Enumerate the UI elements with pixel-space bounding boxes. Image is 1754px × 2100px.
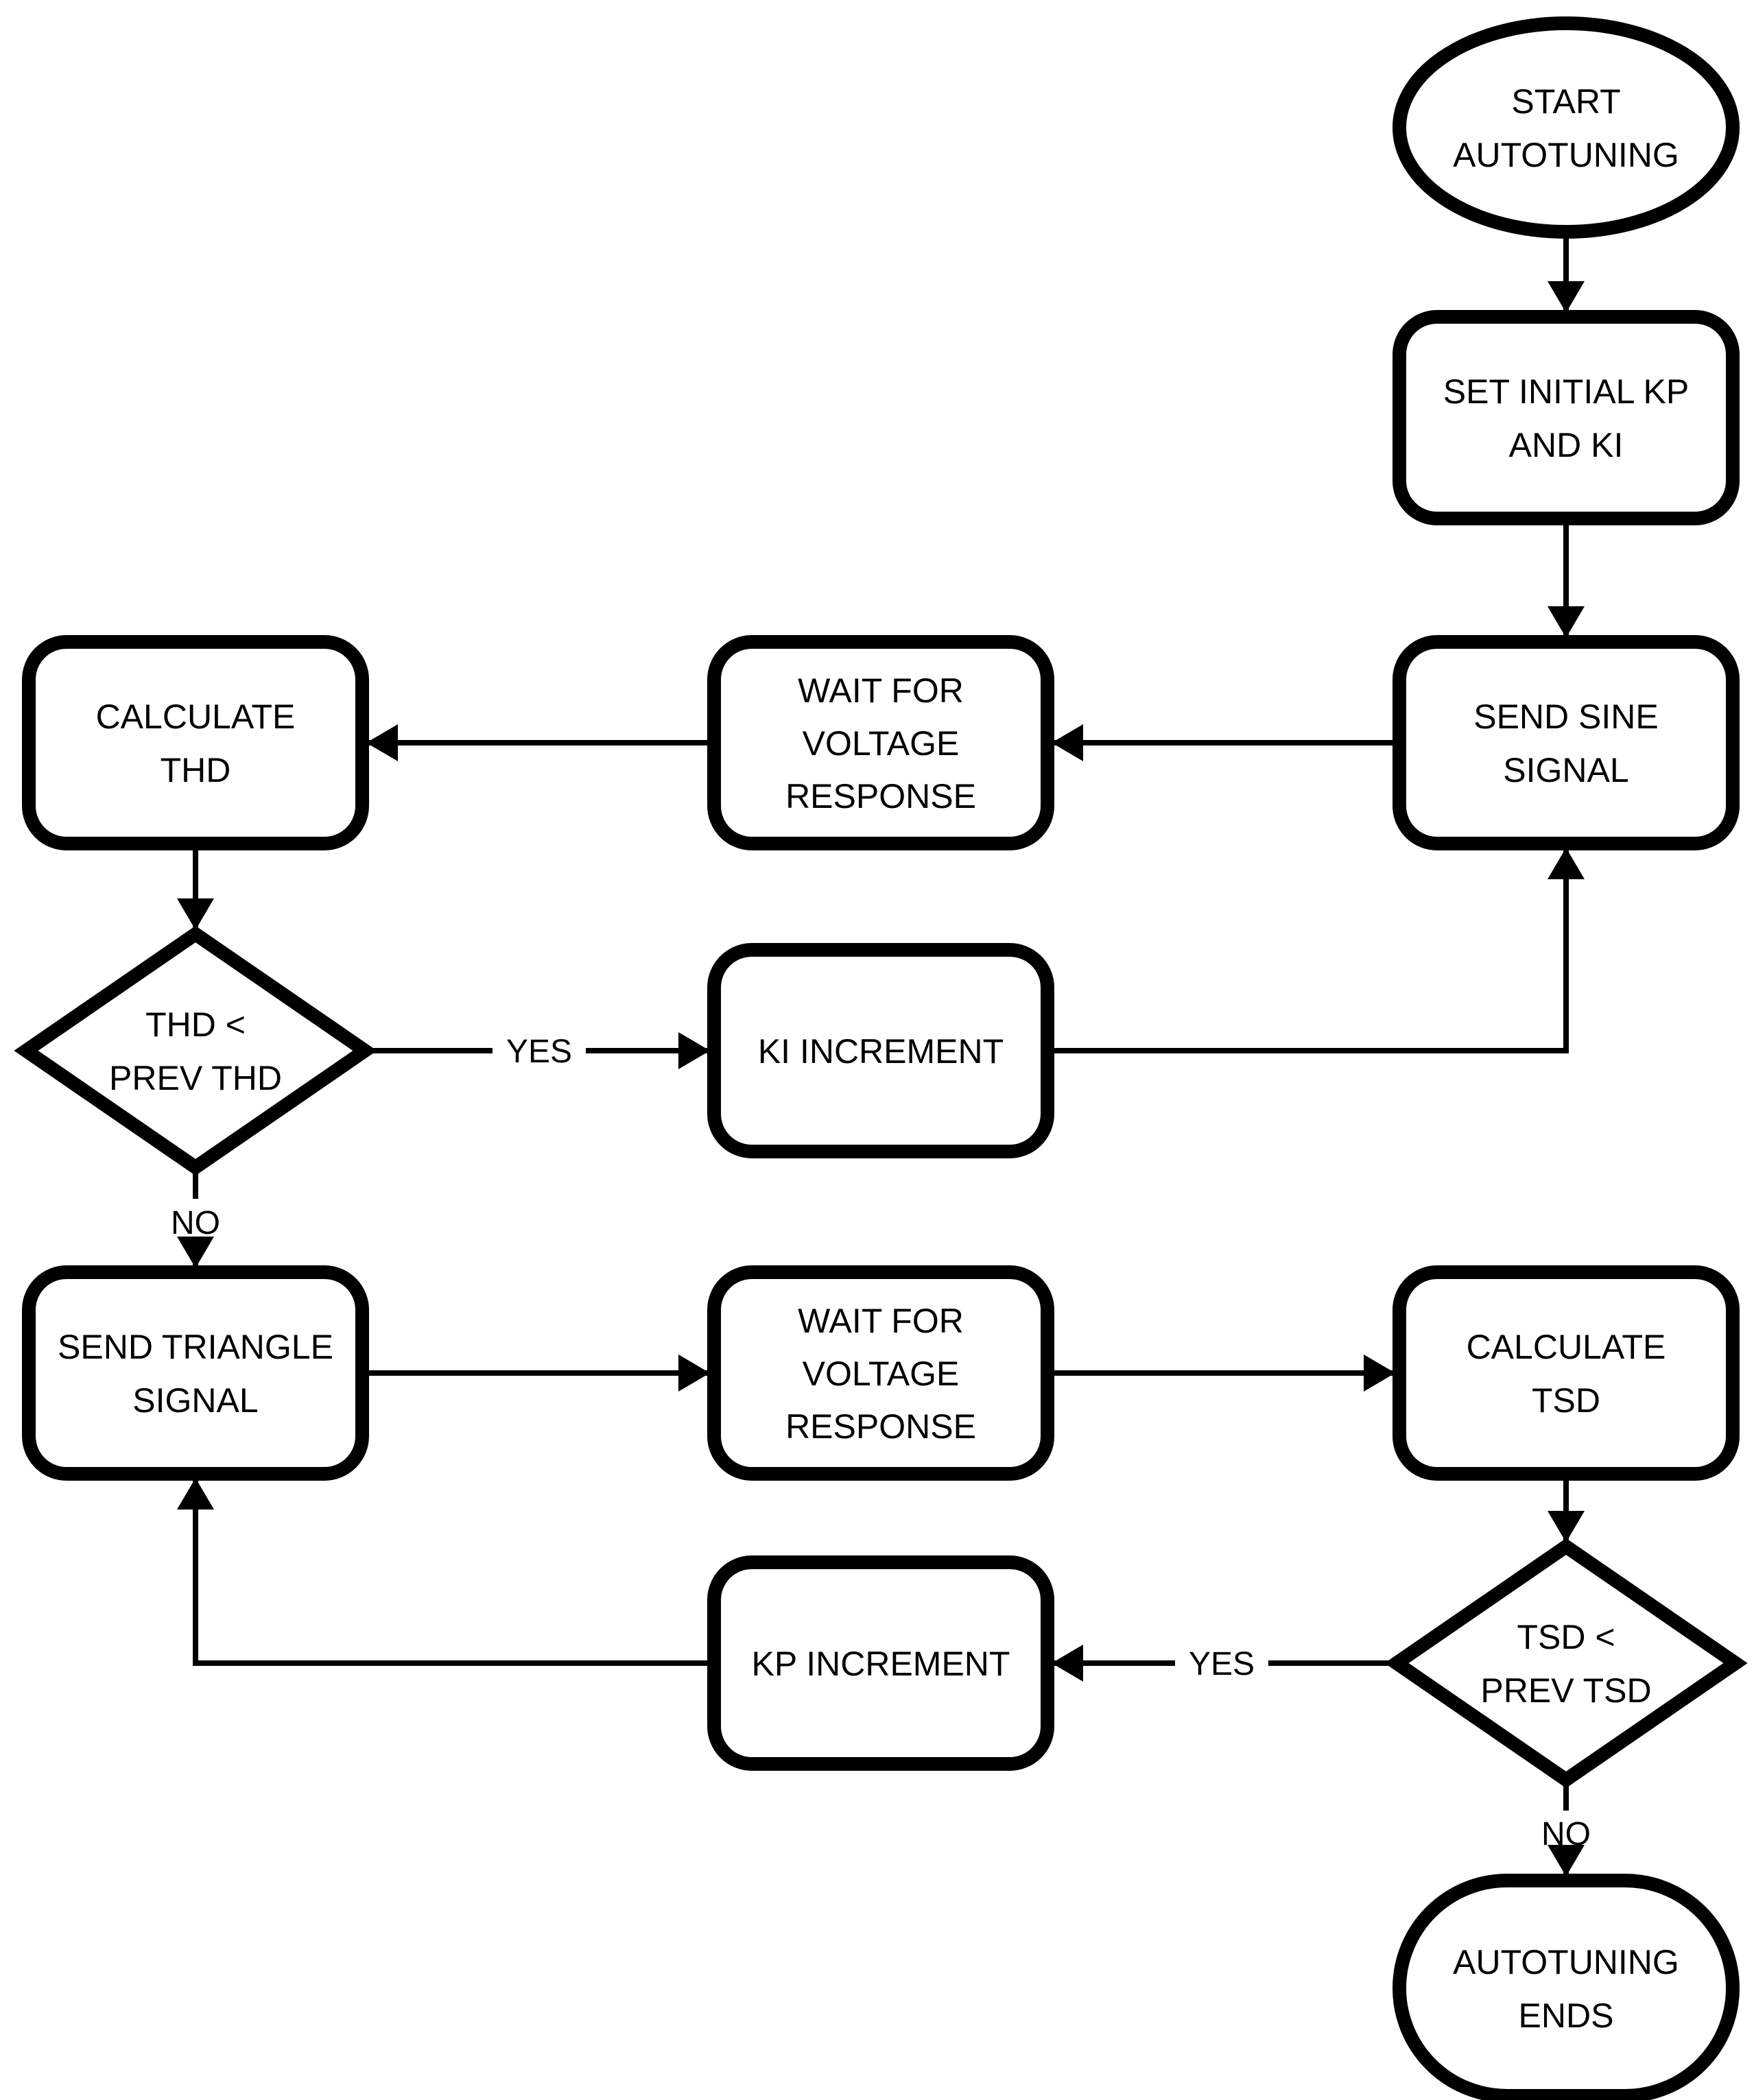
- node-set-initial-kp-ki: SET INITIAL KP AND KI: [1392, 310, 1740, 525]
- node-ki-increment-line-1: KI INCREMENT: [758, 1032, 1004, 1071]
- decision-tsd-shape: [1384, 1538, 1748, 1789]
- node-tsd-decision-line-2: PREV TSD: [1480, 1671, 1651, 1710]
- edge-label-tsd-no: NO: [1541, 1816, 1591, 1852]
- terminator-end-shape: [1392, 1874, 1740, 2100]
- node-calculate-thd: CALCULATE THD: [22, 635, 369, 850]
- node-end-line-1: AUTOTUNING: [1453, 1943, 1679, 1981]
- edge-label-thd-yes: YES: [506, 1034, 572, 1070]
- node-send-triangle-line-1: SEND TRIANGLE: [58, 1328, 333, 1366]
- node-send-sine-signal: SEND SINE SIGNAL: [1392, 635, 1740, 850]
- node-thd-decision-line-1: THD <: [145, 1005, 246, 1044]
- node-set-initial-line-1: SET INITIAL KP: [1443, 372, 1689, 411]
- node-wait-voltage-2-line-3: RESPONSE: [785, 1407, 976, 1446]
- edge-labels: YES NO YES NO: [171, 1034, 1591, 1852]
- process-calc-tsd-shape: [1392, 1265, 1740, 1481]
- node-wait-voltage-2-line-2: VOLTAGE: [803, 1355, 960, 1393]
- process-wait-voltage-2-shape: [707, 1265, 1054, 1481]
- node-tsd-decision: TSD < PREV TSD: [1384, 1538, 1748, 1789]
- node-tsd-decision-line-1: TSD <: [1517, 1618, 1615, 1656]
- node-autotuning-ends: AUTOTUNING ENDS: [1392, 1874, 1740, 2100]
- node-wait-voltage-1-line-3: RESPONSE: [785, 777, 976, 815]
- node-calc-tsd-line-1: CALCULATE: [1467, 1328, 1666, 1366]
- edges: [177, 232, 1585, 1876]
- node-start-autotuning: START AUTOTUNING: [1392, 16, 1740, 239]
- node-calc-thd-line-2: THD: [161, 751, 231, 789]
- node-send-sine-line-2: SIGNAL: [1503, 751, 1628, 789]
- node-wait-voltage-response-1: WAIT FOR VOLTAGE RESPONSE: [707, 635, 1054, 850]
- node-calc-tsd-line-2: TSD: [1532, 1381, 1600, 1420]
- node-set-initial-line-2: AND KI: [1509, 426, 1624, 464]
- node-start-line-2: AUTOTUNING: [1453, 136, 1679, 174]
- node-calculate-tsd: CALCULATE TSD: [1392, 1265, 1740, 1481]
- edge-label-tsd-yes: YES: [1189, 1646, 1255, 1682]
- node-send-triangle-signal: SEND TRIANGLE SIGNAL: [22, 1265, 369, 1481]
- node-end-line-2: ENDS: [1519, 1996, 1614, 2035]
- terminator-start-shape: [1392, 16, 1740, 239]
- process-kp-increment-shape: [707, 1555, 1054, 1771]
- node-ki-increment: KI INCREMENT: [707, 943, 1054, 1158]
- decision-thd-shape: [14, 925, 377, 1176]
- node-thd-decision-line-2: PREV THD: [109, 1059, 282, 1097]
- process-send-triangle-shape: [22, 1265, 369, 1481]
- process-calc-thd-shape: [22, 635, 369, 850]
- edge-label-thd-no: NO: [171, 1205, 220, 1241]
- node-kp-increment-line-1: KP INCREMENT: [752, 1645, 1010, 1683]
- edge-ki-increment-to-send-sine: [1047, 848, 1585, 1053]
- process-wait-voltage-1-shape: [707, 635, 1054, 850]
- node-wait-voltage-response-2: WAIT FOR VOLTAGE RESPONSE: [707, 1265, 1054, 1481]
- node-wait-voltage-1-line-1: WAIT FOR: [798, 671, 964, 710]
- process-ki-increment-shape: [707, 943, 1054, 1158]
- node-wait-voltage-2-line-1: WAIT FOR: [798, 1302, 964, 1340]
- node-thd-decision: THD < PREV THD: [14, 925, 377, 1176]
- process-send-sine-shape: [1392, 635, 1740, 850]
- node-kp-increment: KP INCREMENT: [707, 1555, 1054, 1771]
- edge-kp-increment-to-send-triangle: [177, 1478, 714, 1666]
- node-start-line-1: START: [1511, 82, 1620, 121]
- node-wait-voltage-1-line-2: VOLTAGE: [803, 724, 960, 763]
- node-send-sine-line-1: SEND SINE: [1473, 697, 1659, 736]
- process-set-initial-shape: [1392, 310, 1740, 525]
- node-send-triangle-line-2: SIGNAL: [132, 1381, 258, 1420]
- node-calc-thd-line-1: CALCULATE: [96, 697, 296, 736]
